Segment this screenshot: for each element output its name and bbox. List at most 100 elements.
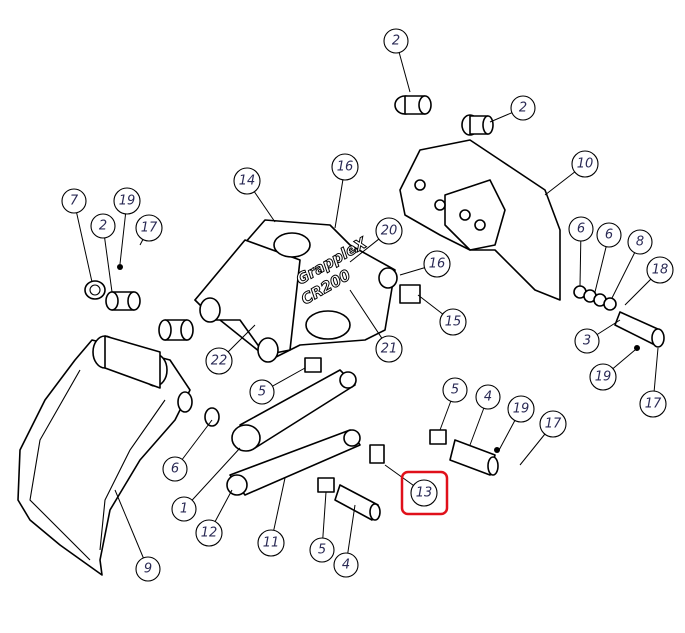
callout-circle bbox=[375, 335, 403, 363]
callout-circle bbox=[439, 308, 467, 336]
callout-label: 12 bbox=[201, 526, 218, 541]
callout-circle bbox=[510, 95, 536, 121]
callout-circle bbox=[61, 188, 87, 214]
callout-part-7: 7 bbox=[61, 188, 87, 214]
callout-label: 4 bbox=[484, 390, 492, 405]
callout-part-13: 13 bbox=[410, 479, 438, 507]
callout-circle bbox=[90, 213, 116, 239]
callout-label: 5 bbox=[451, 383, 459, 398]
callout-label: 20 bbox=[381, 224, 398, 239]
callout-circle bbox=[331, 153, 359, 181]
callout-part-19: 19 bbox=[113, 187, 141, 215]
callout-part-6: 6 bbox=[568, 216, 594, 242]
callout-part-10: 10 bbox=[571, 150, 599, 178]
callout-circle bbox=[171, 496, 197, 522]
callout-part-21: 21 bbox=[375, 335, 403, 363]
callout-label: 17 bbox=[141, 221, 158, 236]
callout-circle bbox=[627, 229, 653, 255]
leader-line bbox=[114, 489, 149, 570]
callout-part-14: 14 bbox=[233, 167, 261, 195]
callout-label: 18 bbox=[652, 263, 669, 278]
callout-part-16: 16 bbox=[423, 250, 451, 278]
part-bushings-pins bbox=[84, 95, 665, 521]
callout-part-2: 2 bbox=[383, 28, 409, 54]
callout-label: 13 bbox=[416, 486, 433, 501]
callout-label: 1 bbox=[180, 502, 188, 517]
callout-circle bbox=[475, 384, 501, 410]
callout-circle bbox=[423, 250, 451, 278]
callout-label: 19 bbox=[119, 194, 136, 209]
callout-label: 5 bbox=[318, 543, 326, 558]
callout-label: 6 bbox=[171, 462, 179, 477]
callout-circle bbox=[539, 410, 567, 438]
callout-label: 16 bbox=[337, 160, 354, 175]
part-cylinder-link bbox=[226, 369, 361, 496]
callout-circle bbox=[571, 150, 599, 178]
callout-label: 8 bbox=[636, 235, 644, 250]
leader-line bbox=[183, 447, 241, 510]
callout-circle bbox=[249, 379, 275, 405]
callout-circle bbox=[568, 216, 594, 242]
callout-label: 5 bbox=[258, 385, 266, 400]
callout-circle bbox=[383, 28, 409, 54]
callout-label: 11 bbox=[263, 536, 280, 551]
callout-part-3: 3 bbox=[574, 328, 600, 354]
callout-label: 19 bbox=[513, 402, 530, 417]
callout-part-19: 19 bbox=[589, 363, 617, 391]
callout-label: 2 bbox=[519, 101, 527, 116]
callout-part-5: 5 bbox=[442, 377, 468, 403]
callout-part-17: 17 bbox=[135, 214, 163, 242]
callout-part-19: 19 bbox=[507, 395, 535, 423]
callout-circle bbox=[507, 395, 535, 423]
part-grapple-tine bbox=[17, 335, 193, 576]
callout-circle bbox=[195, 519, 223, 547]
callout-circle bbox=[333, 552, 359, 578]
callout-circle bbox=[375, 217, 403, 245]
callout-label: 7 bbox=[70, 194, 79, 209]
callout-part-4: 4 bbox=[475, 384, 501, 410]
callout-circle bbox=[233, 167, 261, 195]
callout-label: 15 bbox=[445, 315, 462, 330]
callout-circle bbox=[410, 479, 438, 507]
callout-part-15: 15 bbox=[439, 308, 467, 336]
callout-part-1: 1 bbox=[171, 496, 197, 522]
callout-part-6: 6 bbox=[162, 456, 188, 482]
callout-circle bbox=[442, 377, 468, 403]
callout-part-17: 17 bbox=[639, 390, 667, 418]
callout-part-5: 5 bbox=[249, 379, 275, 405]
callout-part-11: 11 bbox=[257, 529, 285, 557]
callout-label: 6 bbox=[577, 222, 585, 237]
callout-part-2: 2 bbox=[510, 95, 536, 121]
callout-part-22: 22 bbox=[205, 347, 233, 375]
callout-circle bbox=[113, 187, 141, 215]
callout-label: 9 bbox=[144, 562, 152, 577]
callout-circle bbox=[574, 328, 600, 354]
callout-part-6: 6 bbox=[596, 222, 622, 248]
callout-part-17: 17 bbox=[539, 410, 567, 438]
callout-label: 17 bbox=[645, 397, 662, 412]
callout-circle bbox=[646, 256, 674, 284]
callout-circle bbox=[135, 556, 161, 582]
callout-part-5: 5 bbox=[309, 537, 335, 563]
callout-part-9: 9 bbox=[135, 556, 161, 582]
callout-circle bbox=[596, 222, 622, 248]
highlight-box bbox=[400, 470, 449, 516]
callout-part-20: 20 bbox=[375, 217, 403, 245]
callout-label: 6 bbox=[605, 228, 613, 243]
callout-circle bbox=[309, 537, 335, 563]
callout-circle bbox=[135, 214, 163, 242]
callout-part-2: 2 bbox=[90, 213, 116, 239]
callout-circle bbox=[162, 456, 188, 482]
callout-part-4: 4 bbox=[333, 552, 359, 578]
callout-part-8: 8 bbox=[627, 229, 653, 255]
callout-label: 21 bbox=[381, 342, 398, 357]
callout-label: 16 bbox=[429, 257, 446, 272]
part-top-bracket bbox=[399, 139, 561, 301]
callout-circle bbox=[589, 363, 617, 391]
part-rotator-body: GrappleX CR200 bbox=[194, 219, 396, 363]
callout-circle bbox=[205, 347, 233, 375]
callout-label: 17 bbox=[545, 417, 562, 432]
callout-part-18: 18 bbox=[646, 256, 674, 284]
callout-circle bbox=[257, 529, 285, 557]
